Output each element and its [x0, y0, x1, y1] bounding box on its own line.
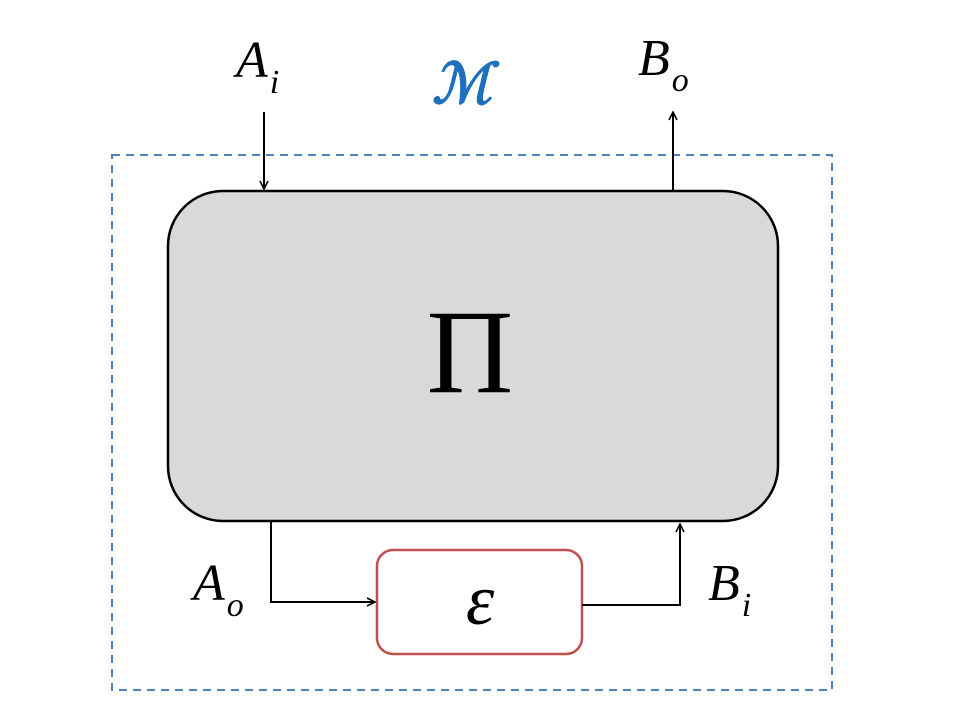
label-b-in: Bi — [708, 555, 751, 624]
protocol-box — [166, 189, 780, 523]
label-a-in-sub: i — [270, 64, 279, 101]
label-b-out: Bo — [638, 30, 689, 99]
label-b-out-sub: o — [672, 62, 689, 99]
label-a-out-sub: o — [227, 587, 244, 624]
outer-boundary — [111, 154, 833, 691]
label-protocol-pi: Π — [427, 285, 514, 418]
arrow-a-out — [270, 521, 375, 602]
arrow-b-in — [582, 524, 680, 606]
label-a-in: Ai — [233, 32, 279, 101]
label-environment-epsilon: ε — [466, 560, 495, 640]
label-outer-m: ℳ — [432, 54, 500, 116]
label-b-in-sub: i — [742, 587, 751, 624]
label-a-out: Ao — [190, 555, 244, 624]
environment-box — [375, 548, 584, 656]
